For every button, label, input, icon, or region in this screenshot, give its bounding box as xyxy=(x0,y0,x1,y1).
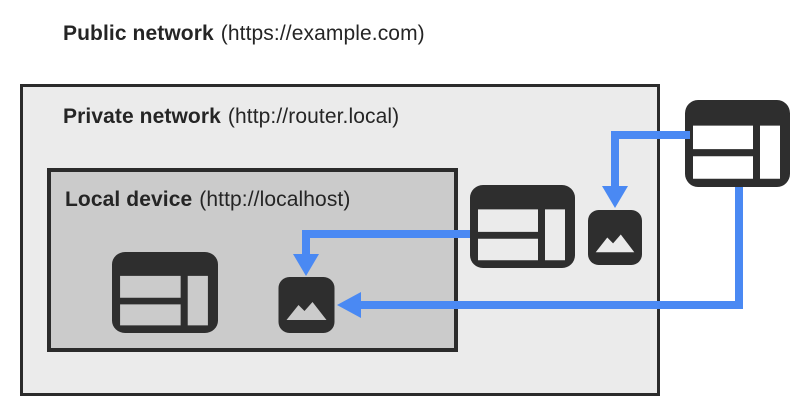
private-network-url: (http://router.local) xyxy=(227,105,400,128)
browser-window-icon xyxy=(112,252,218,333)
public-network-label: Public network (https://example.com) xyxy=(63,22,425,46)
browser-window-icon xyxy=(685,100,790,187)
private-network-name: Private network xyxy=(63,105,221,128)
local-device-label: Local device (http://localhost) xyxy=(65,188,350,212)
image-icon xyxy=(588,210,642,265)
local-device-url: (http://localhost) xyxy=(199,188,351,211)
public-network-name: Public network xyxy=(63,22,214,45)
public-network-url: (https://example.com) xyxy=(220,22,425,45)
local-device-name: Local device xyxy=(65,188,193,211)
image-icon xyxy=(278,277,335,333)
private-network-label: Private network (http://router.local) xyxy=(63,105,399,129)
browser-window-icon xyxy=(470,185,575,268)
